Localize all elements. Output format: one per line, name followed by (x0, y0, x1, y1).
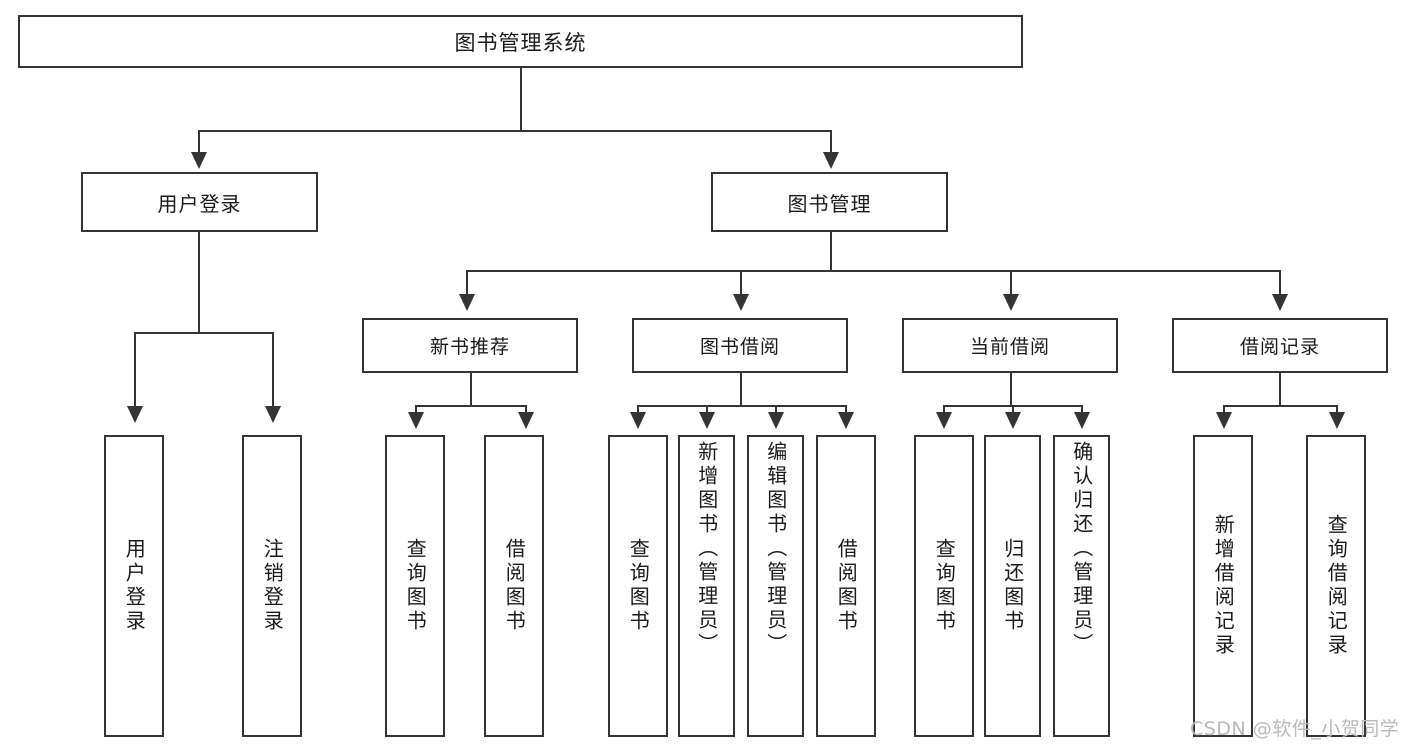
leaf-edit-book[interactable]: 编辑图书（管理员） (747, 435, 804, 737)
node-user-login[interactable]: 用户登录 (81, 172, 318, 232)
arrowhead-cb-leaf2 (1005, 412, 1021, 429)
arrowhead-user-login-leaf2 (265, 406, 281, 423)
connector-to-current-borrow (1010, 270, 1012, 296)
node-label: 新书推荐 (429, 336, 510, 358)
node-current-borrow[interactable]: 当前借阅 (902, 318, 1118, 373)
connector-user-login-leaf1 (134, 332, 136, 408)
leaf-query-book-borrow[interactable]: 查询图书 (608, 435, 668, 737)
leaf-label: 注销登录 (260, 538, 285, 634)
leaf-query-book-recommend[interactable]: 查询图书 (385, 435, 445, 737)
node-new-book-recommend[interactable]: 新书推荐 (362, 318, 578, 373)
connector-to-new-book-recommend (466, 270, 468, 296)
arrowhead-nbr-leaf2 (518, 412, 534, 429)
leaf-label: 确认归还（管理员） (1069, 441, 1094, 657)
leaf-label: 编辑图书（管理员） (763, 441, 788, 657)
leaf-label: 归还图书 (1000, 538, 1025, 634)
arrowhead-br-leaf2 (1329, 412, 1345, 429)
arrowhead-cb-leaf1 (936, 412, 952, 429)
arrowhead-bb-leaf2 (699, 412, 715, 429)
leaf-query-borrow-record[interactable]: 查询借阅记录 (1306, 435, 1366, 737)
arrowhead-root-to-book-manage (823, 152, 839, 169)
connector-book-manage-stem (830, 232, 832, 271)
leaf-return-book[interactable]: 归还图书 (984, 435, 1041, 737)
leaf-borrow-book[interactable]: 借阅图书 (816, 435, 876, 737)
leaf-label: 查询图书 (626, 538, 651, 634)
leaf-add-book[interactable]: 新增图书（管理员） (678, 435, 735, 737)
leaf-label: 借阅图书 (834, 538, 859, 634)
arrowhead-user-login-leaf1 (127, 406, 143, 423)
arrowhead-bb-leaf1 (630, 412, 646, 429)
arrowhead-br-leaf1 (1216, 412, 1232, 429)
arrowhead-bb-leaf3 (768, 412, 784, 429)
leaf-label: 新增图书（管理员） (694, 441, 719, 657)
leaf-label: 用户登录 (122, 538, 147, 634)
arrowhead-to-borrow-record (1272, 294, 1288, 311)
leaf-user-login[interactable]: 用户登录 (104, 435, 164, 737)
node-label: 借阅记录 (1239, 336, 1320, 358)
connector-to-book-borrow (740, 270, 742, 296)
connector-user-login-bus (134, 332, 274, 334)
arrowhead-nbr-leaf1 (408, 412, 424, 429)
arrowhead-root-to-user-login (191, 152, 207, 169)
node-label: 图书管理系统 (454, 30, 587, 55)
node-book-borrow[interactable]: 图书借阅 (632, 318, 848, 373)
leaf-query-book-current[interactable]: 查询图书 (914, 435, 974, 737)
arrowhead-cb-leaf3 (1074, 412, 1090, 429)
node-label: 当前借阅 (969, 336, 1050, 358)
node-label: 用户登录 (157, 191, 242, 216)
connector-bb-bus (637, 405, 845, 407)
leaf-user-logout[interactable]: 注销登录 (242, 435, 302, 737)
connector-nbr-bus (415, 405, 525, 407)
arrowhead-bb-leaf4 (838, 412, 854, 429)
leaf-add-borrow-record[interactable]: 新增借阅记录 (1193, 435, 1253, 737)
leaf-confirm-return[interactable]: 确认归还（管理员） (1053, 435, 1110, 737)
leaf-label: 查询图书 (932, 538, 957, 634)
arrowhead-to-new-book-recommend (459, 294, 475, 311)
node-book-manage[interactable]: 图书管理 (711, 172, 948, 232)
node-label: 图书借阅 (699, 336, 780, 358)
connector-br-bus (1223, 405, 1336, 407)
connector-book-manage-bus (466, 270, 1280, 272)
node-root-system[interactable]: 图书管理系统 (18, 15, 1023, 68)
node-borrow-record[interactable]: 借阅记录 (1172, 318, 1388, 373)
connector-root-stem (520, 68, 522, 130)
connector-bb-stem (740, 373, 742, 406)
leaf-label: 查询图书 (403, 538, 428, 634)
leaf-label: 查询借阅记录 (1324, 514, 1349, 658)
leaf-borrow-book-recommend[interactable]: 借阅图书 (484, 435, 544, 737)
connector-user-login-stem (198, 232, 200, 333)
leaf-label: 新增借阅记录 (1211, 514, 1236, 658)
connector-cb-stem (1010, 373, 1012, 406)
connector-root-bus (198, 130, 832, 132)
arrowhead-to-current-borrow (1003, 294, 1019, 311)
connector-to-borrow-record (1279, 270, 1281, 296)
arrowhead-to-book-borrow (733, 294, 749, 311)
node-label: 图书管理 (787, 191, 872, 216)
connector-nbr-stem (470, 373, 472, 406)
leaf-label: 借阅图书 (502, 538, 527, 634)
connector-root-to-user-login (198, 130, 200, 154)
connector-root-to-book-manage (830, 130, 832, 154)
connector-user-login-leaf2 (272, 332, 274, 408)
connector-br-stem (1279, 373, 1281, 406)
